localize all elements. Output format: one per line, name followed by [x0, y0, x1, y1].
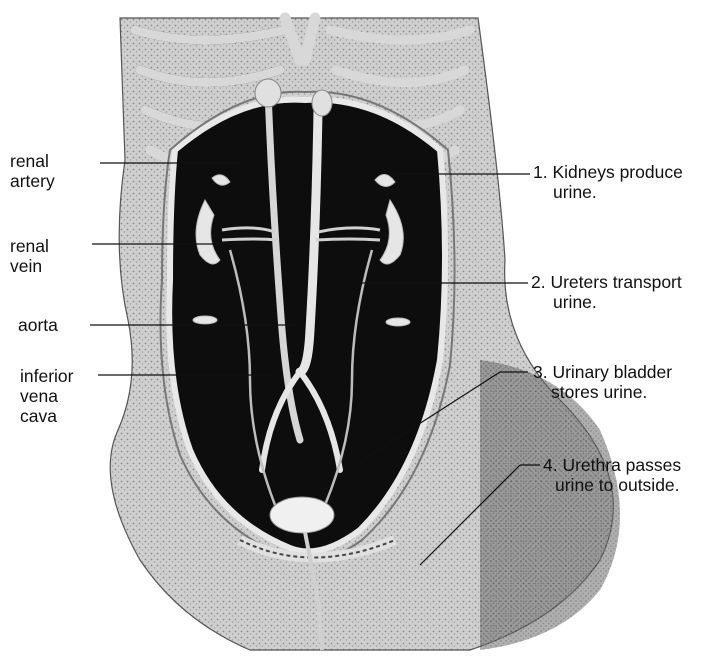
urinary-bladder [270, 497, 334, 533]
hip-shading [480, 360, 620, 650]
label-aorta: aorta [18, 315, 58, 335]
